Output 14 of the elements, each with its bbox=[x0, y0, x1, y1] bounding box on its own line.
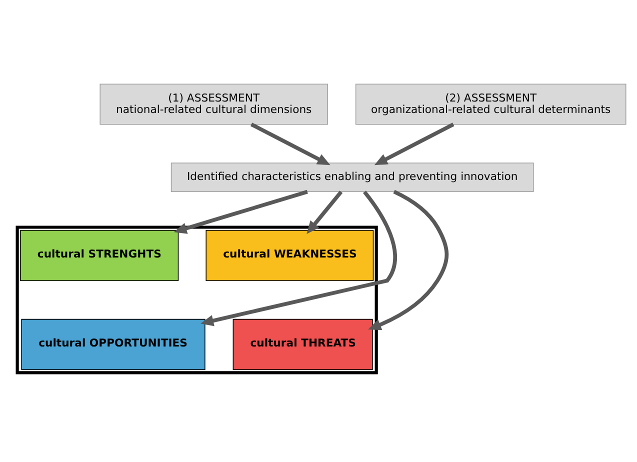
arrow bbox=[368, 189, 449, 330]
node-box: cultural THREATS bbox=[232, 318, 373, 370]
cluster bbox=[16, 225, 378, 374]
node-box: cultural OPPORTUNITIES bbox=[21, 318, 206, 370]
arrow bbox=[306, 190, 343, 234]
node-box: (1) ASSESSMENT national-related cultural dimensions bbox=[100, 83, 328, 124]
node-box: (2) ASSESSMENT organizational-related cultural determinants bbox=[355, 83, 626, 124]
node-box: Identified characteristics enabling and preventing innovation bbox=[170, 162, 534, 192]
arrow bbox=[200, 190, 397, 326]
arrow bbox=[374, 122, 454, 165]
arrow bbox=[174, 189, 308, 234]
node-box: cultural WEAKNESSES bbox=[206, 229, 374, 281]
arrow bbox=[250, 122, 330, 165]
node-box: cultural STRENGHTS bbox=[20, 229, 179, 281]
